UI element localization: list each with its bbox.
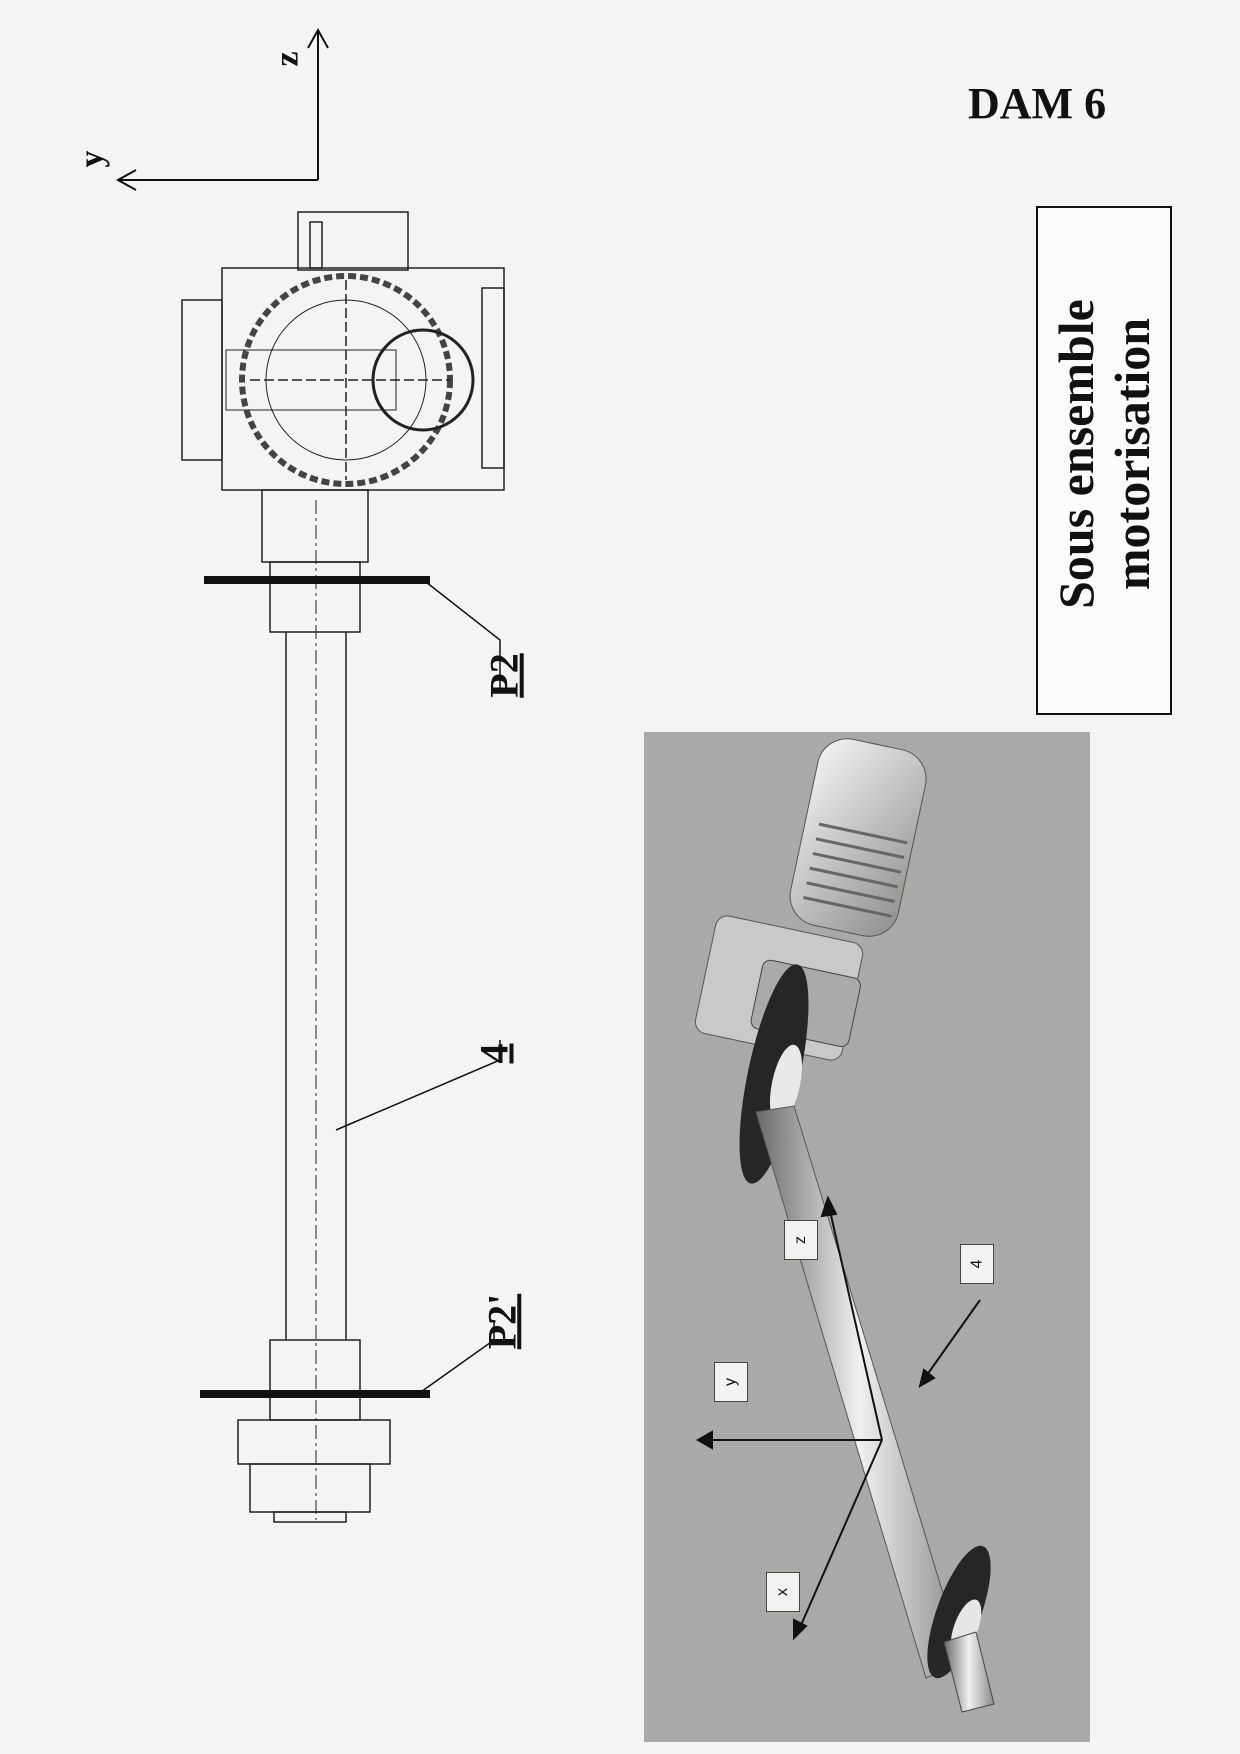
shaft (237, 489, 391, 1523)
callout-p2prime: P2' (479, 1293, 525, 1350)
leader-4 (335, 1040, 501, 1131)
lower-flange (927, 1545, 991, 1679)
terminal-box (297, 211, 409, 271)
motor-gearbox (181, 211, 505, 491)
title-line-1: Sous ensemble (1048, 299, 1104, 609)
upper-flange (739, 964, 809, 1184)
callout-4: 4 (471, 1043, 517, 1064)
pinion (371, 328, 475, 432)
axis-label-z: z (268, 51, 306, 67)
render-tag-x: x (766, 1572, 800, 1612)
render-panel: z 4 y x (644, 732, 1090, 1742)
title-line-2: motorisation (1104, 317, 1160, 591)
technical-drawing (115, 27, 505, 1523)
render-tag-y: y (714, 1362, 748, 1402)
coupling (237, 1419, 391, 1465)
render-axes (695, 1195, 981, 1641)
render-tag-4: 4 (960, 1244, 994, 1284)
motor-render (789, 738, 927, 937)
title-box: Sous ensemble motorisation (1036, 206, 1172, 715)
leader-p2prime (417, 1320, 495, 1395)
gearbox-housing (221, 267, 505, 491)
plate-p2prime (200, 1390, 430, 1398)
render-illustration (694, 738, 995, 1713)
render-tag-z: z (784, 1220, 818, 1260)
leader-p2 (425, 581, 501, 690)
plate-p2 (204, 576, 430, 584)
motor-flange (181, 299, 223, 461)
document-code: DAM 6 (968, 79, 1107, 128)
z-axis-arrow (307, 27, 329, 180)
callout-p2: P2 (481, 653, 527, 698)
page-title: Sous ensemble motorisation (1048, 224, 1160, 684)
y-axis-arrow (115, 169, 318, 191)
axis-triad (115, 27, 329, 191)
axis-label-y: y (73, 150, 111, 168)
